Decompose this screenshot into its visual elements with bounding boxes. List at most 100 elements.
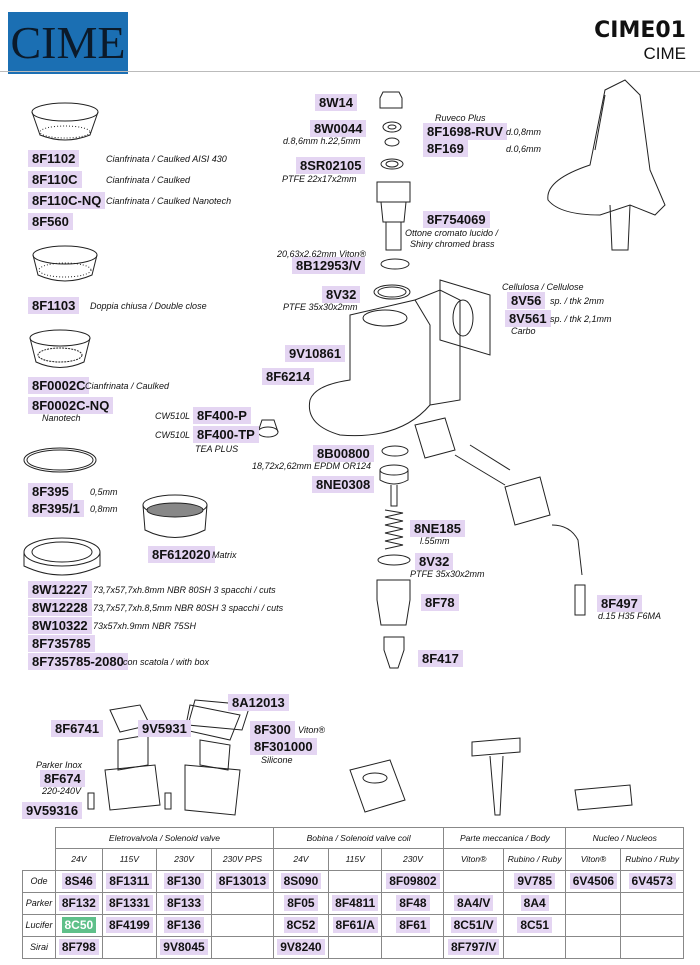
filter-code[interactable]: 8F395/1	[28, 500, 84, 517]
ptfe-gasket-icon	[373, 284, 411, 300]
filter-code[interactable]: 8F0002C	[28, 377, 90, 394]
table-cell[interactable]: 8F4199	[105, 917, 153, 933]
table-cell[interactable]: 8F1311	[106, 873, 153, 889]
table-cell[interactable]: 8F13013	[215, 873, 270, 889]
gasket-code[interactable]: 8W12227	[28, 581, 92, 598]
part-code[interactable]: 8W14	[315, 94, 357, 111]
piston-icon	[379, 464, 409, 507]
column-header: Rubino / Ruby	[502, 848, 567, 871]
part-code[interactable]: 8NE185	[410, 520, 465, 537]
table-cell[interactable]: 9V8045	[160, 939, 208, 955]
part-code[interactable]: 8W0044	[310, 120, 367, 137]
part-code[interactable]: 8F78	[421, 594, 459, 611]
part-code[interactable]: 8V32	[415, 553, 454, 570]
part-code[interactable]: 8F400-P	[193, 407, 251, 424]
table-cell[interactable]: 8A4	[520, 895, 549, 911]
part-desc: d.8,6mm h.22,5mm	[283, 136, 361, 146]
part-code[interactable]: 8V32	[322, 286, 361, 303]
gasket-code[interactable]: 8W10322	[28, 617, 92, 634]
part-code[interactable]: 8V56	[507, 292, 546, 309]
filter-desc: Matrix	[212, 550, 237, 560]
table-cell[interactable]: 8C51/V	[450, 917, 497, 933]
table-row: Parker 8F132 8F1331 8F133 8F05 8F4811 8F…	[22, 891, 684, 915]
table-cell[interactable]: 8F05	[284, 895, 318, 911]
part-code[interactable]: 8F300	[250, 721, 295, 738]
part-desc: sp. / thk 2,1mm	[550, 314, 612, 324]
part-code[interactable]: 8NE0308	[312, 476, 375, 493]
part-code[interactable]: 8F6741	[51, 720, 104, 737]
part-code[interactable]: 8F400-TP	[193, 426, 259, 443]
table-cell[interactable]: 8F132	[58, 895, 99, 911]
table-cell[interactable]: 8S46	[61, 873, 96, 889]
table-cell[interactable]: 8F1331	[105, 895, 153, 911]
table-row: Ode 8S46 8F1311 8F130 8F13013 8S090 8F09…	[22, 869, 684, 893]
filter-code[interactable]: 8F560	[28, 213, 73, 230]
part-code[interactable]: 8F754069	[423, 211, 490, 228]
gasket-code[interactable]: 8F735785	[28, 635, 95, 652]
part-code[interactable]: 8F6214	[262, 368, 315, 385]
table-cell[interactable]: 8F48	[396, 895, 430, 911]
gasket-code[interactable]: 8W12228	[28, 599, 92, 616]
part-code[interactable]: 8F169	[423, 140, 468, 157]
table-cell[interactable]: 8C52	[283, 917, 319, 933]
filter-desc: Cianfrinata / Caulked Nanotech	[106, 196, 232, 206]
table-cell[interactable]: 8S090	[280, 873, 322, 889]
table-cell[interactable]: 8F130	[163, 873, 204, 889]
side-plate-icon	[414, 417, 456, 459]
table-cell[interactable]: 8F4811	[332, 895, 379, 911]
table-cell[interactable]: 8F133	[163, 895, 204, 911]
table-cell[interactable]: 8F797/V	[447, 939, 500, 955]
table-row: Sirai 8F798 9V8045 9V8240 8F797/V	[22, 935, 684, 959]
part-desc: PTFE 22x17x2mm	[282, 174, 357, 184]
filter-code[interactable]: 8F612020	[148, 546, 215, 563]
filter-code[interactable]: 8F110C-NQ	[28, 192, 106, 209]
part-desc: CW510L	[155, 430, 191, 440]
table-cell[interactable]: 9V8240	[277, 939, 325, 955]
filter-code[interactable]: 8F110C	[28, 171, 82, 188]
group-header: Eletrovalvola / Solenoid valve	[55, 827, 274, 849]
part-code[interactable]: 8SR02105	[296, 157, 366, 174]
part-code[interactable]: 8B00800	[313, 445, 374, 462]
part-code[interactable]: 8F301000	[250, 738, 317, 755]
part-desc: Cellulosa / Cellulose	[502, 282, 584, 292]
filter-desc: Doppia chiusa / Double close	[90, 301, 207, 311]
column-header: Rubino / Ruby	[620, 848, 684, 871]
part-code[interactable]: 8B12953/V	[292, 257, 366, 274]
part-code[interactable]: 8F417	[418, 650, 463, 667]
gasket-desc: 73,7x57,7xh.8,5mm NBR 80SH 3 spacchi / c…	[93, 603, 284, 613]
column-header: 24V	[272, 848, 329, 871]
table-cell-highlighted[interactable]: 8C50	[61, 917, 97, 933]
group-header: Parte meccanica / Body	[443, 827, 567, 849]
row-header: Lucifer	[22, 913, 56, 937]
table-cell[interactable]: 9V785	[514, 873, 556, 889]
gasket-code[interactable]: 8F735785-2080	[28, 653, 128, 670]
table-cell[interactable]: 8F136	[163, 917, 204, 933]
filter-code[interactable]: 8F1102	[28, 150, 80, 167]
filter-code[interactable]: 8F395	[28, 483, 73, 500]
part-desc: d.0,8mm	[506, 127, 542, 137]
o-ring-icon	[380, 258, 410, 270]
part-code[interactable]: 9V59316	[22, 802, 83, 819]
part-code[interactable]: 9V10861	[285, 345, 346, 362]
part-code[interactable]: 8F674	[40, 770, 85, 787]
filter-code[interactable]: 8F0002C-NQ	[28, 397, 114, 414]
part-desc: d.15 H35 F6MA	[598, 611, 662, 621]
part-code[interactable]: 8A12013	[228, 694, 289, 711]
table-cell[interactable]: 6V4573	[628, 873, 676, 889]
table-cell[interactable]: 8F09802	[386, 873, 440, 889]
gasket-desc: 73x57xh.9mm NBR 75SH	[93, 621, 197, 631]
double-close-filter-icon	[32, 245, 98, 282]
part-code[interactable]: 8V561	[505, 310, 551, 327]
table-cell[interactable]: 8F61	[396, 917, 430, 933]
table-cell[interactable]: 6V4506	[569, 873, 618, 889]
part-code[interactable]: 8F497	[597, 595, 642, 612]
table-cell[interactable]: 8C51	[517, 917, 553, 933]
filter-code[interactable]: 8F1103	[28, 297, 80, 314]
caulked-filter-icon	[29, 329, 91, 368]
part-code[interactable]: 8F1698-RUV	[423, 123, 507, 140]
table-cell[interactable]: 8A4/V	[453, 895, 494, 911]
table-cell[interactable]: 8F798	[58, 939, 99, 955]
part-code[interactable]: 9V5931	[138, 720, 191, 737]
table-cell[interactable]: 8F61/A	[332, 917, 378, 933]
